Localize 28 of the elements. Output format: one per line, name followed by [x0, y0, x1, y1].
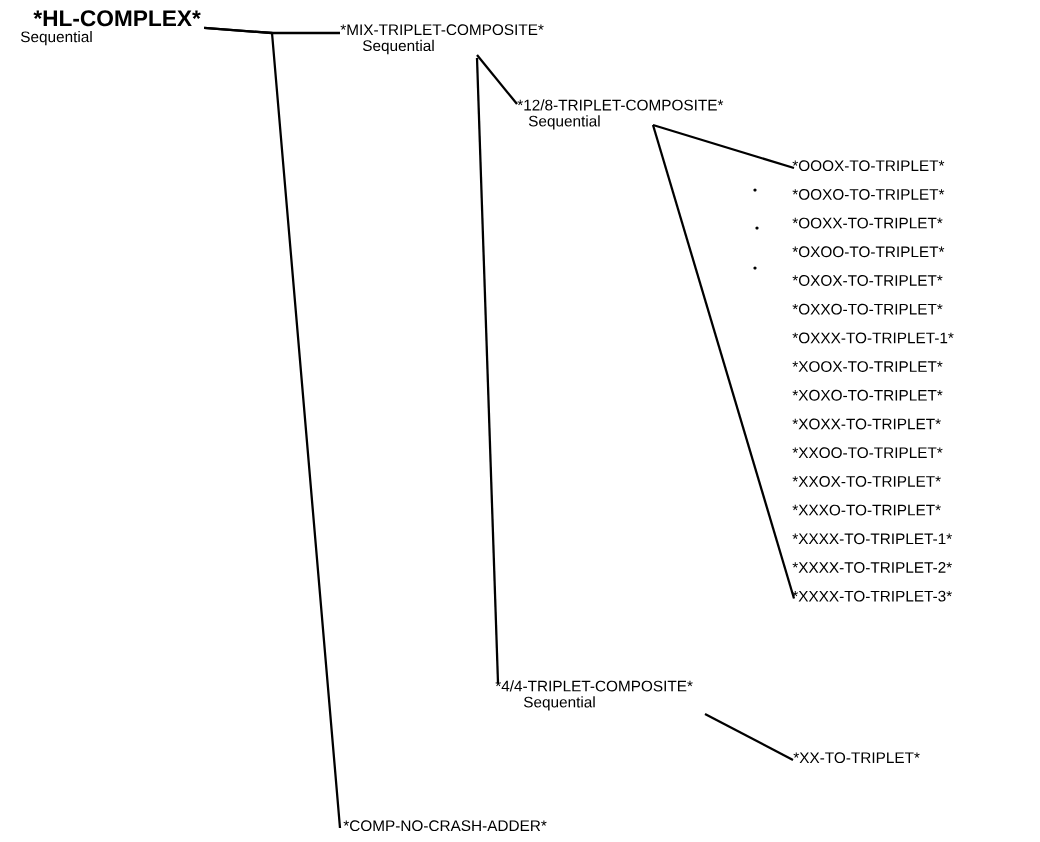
tree-label: *OXXO-TO-TRIPLET*: [792, 303, 943, 315]
connector-line: [475, 57, 500, 684]
tree-label: *XXOO-TO-TRIPLET*: [792, 447, 943, 459]
connector-line: [651, 124, 796, 599]
tree-label: *XXXX-TO-TRIPLET-3*: [792, 590, 952, 602]
tree-label: *XOXO-TO-TRIPLET*: [792, 389, 943, 401]
tree-label: *12/8-TRIPLET-COMPOSITE* Sequential: [517, 99, 724, 130]
tree-label: *OOXX-TO-TRIPLET*: [792, 217, 943, 229]
connector-line: [704, 713, 794, 761]
tree-label: *OXXX-TO-TRIPLET-1*: [792, 332, 954, 344]
tree-label: *OXOO-TO-TRIPLET*: [792, 246, 945, 258]
tree-label: *XXOX-TO-TRIPLET*: [792, 475, 941, 487]
tree-label: *OXOX-TO-TRIPLET*: [792, 275, 943, 286]
tree-label: *OOOX-TO-TRIPLET*: [792, 160, 945, 172]
tree-label: *XOXX-TO-TRIPLET*: [792, 418, 941, 430]
connector-line: [476, 54, 518, 105]
tree-label: *OOXO-TO-TRIPLET*: [792, 188, 945, 200]
tree-label: *XXXO-TO-TRIPLET*: [792, 504, 941, 516]
tree-label: *XX-TO-TRIPLET*: [793, 752, 920, 764]
tree-label: *COMP-NO-CRASH-ADDER*: [343, 820, 547, 832]
tree-label: *XXXX-TO-TRIPLET-1*: [792, 533, 952, 545]
tree-label: *HL-COMPLEX* Sequential: [20, 10, 201, 46]
connector-line: [204, 26, 342, 829]
tree-label: *XOOX-TO-TRIPLET*: [792, 361, 943, 372]
tree-label: *MIX-TRIPLET-COMPOSITE* Sequential: [340, 24, 544, 55]
connector-line: [652, 123, 795, 170]
tree-label: *4/4-TRIPLET-COMPOSITE* Sequential: [495, 680, 693, 711]
tree-label: *XXXX-TO-TRIPLET-2*: [792, 562, 952, 573]
